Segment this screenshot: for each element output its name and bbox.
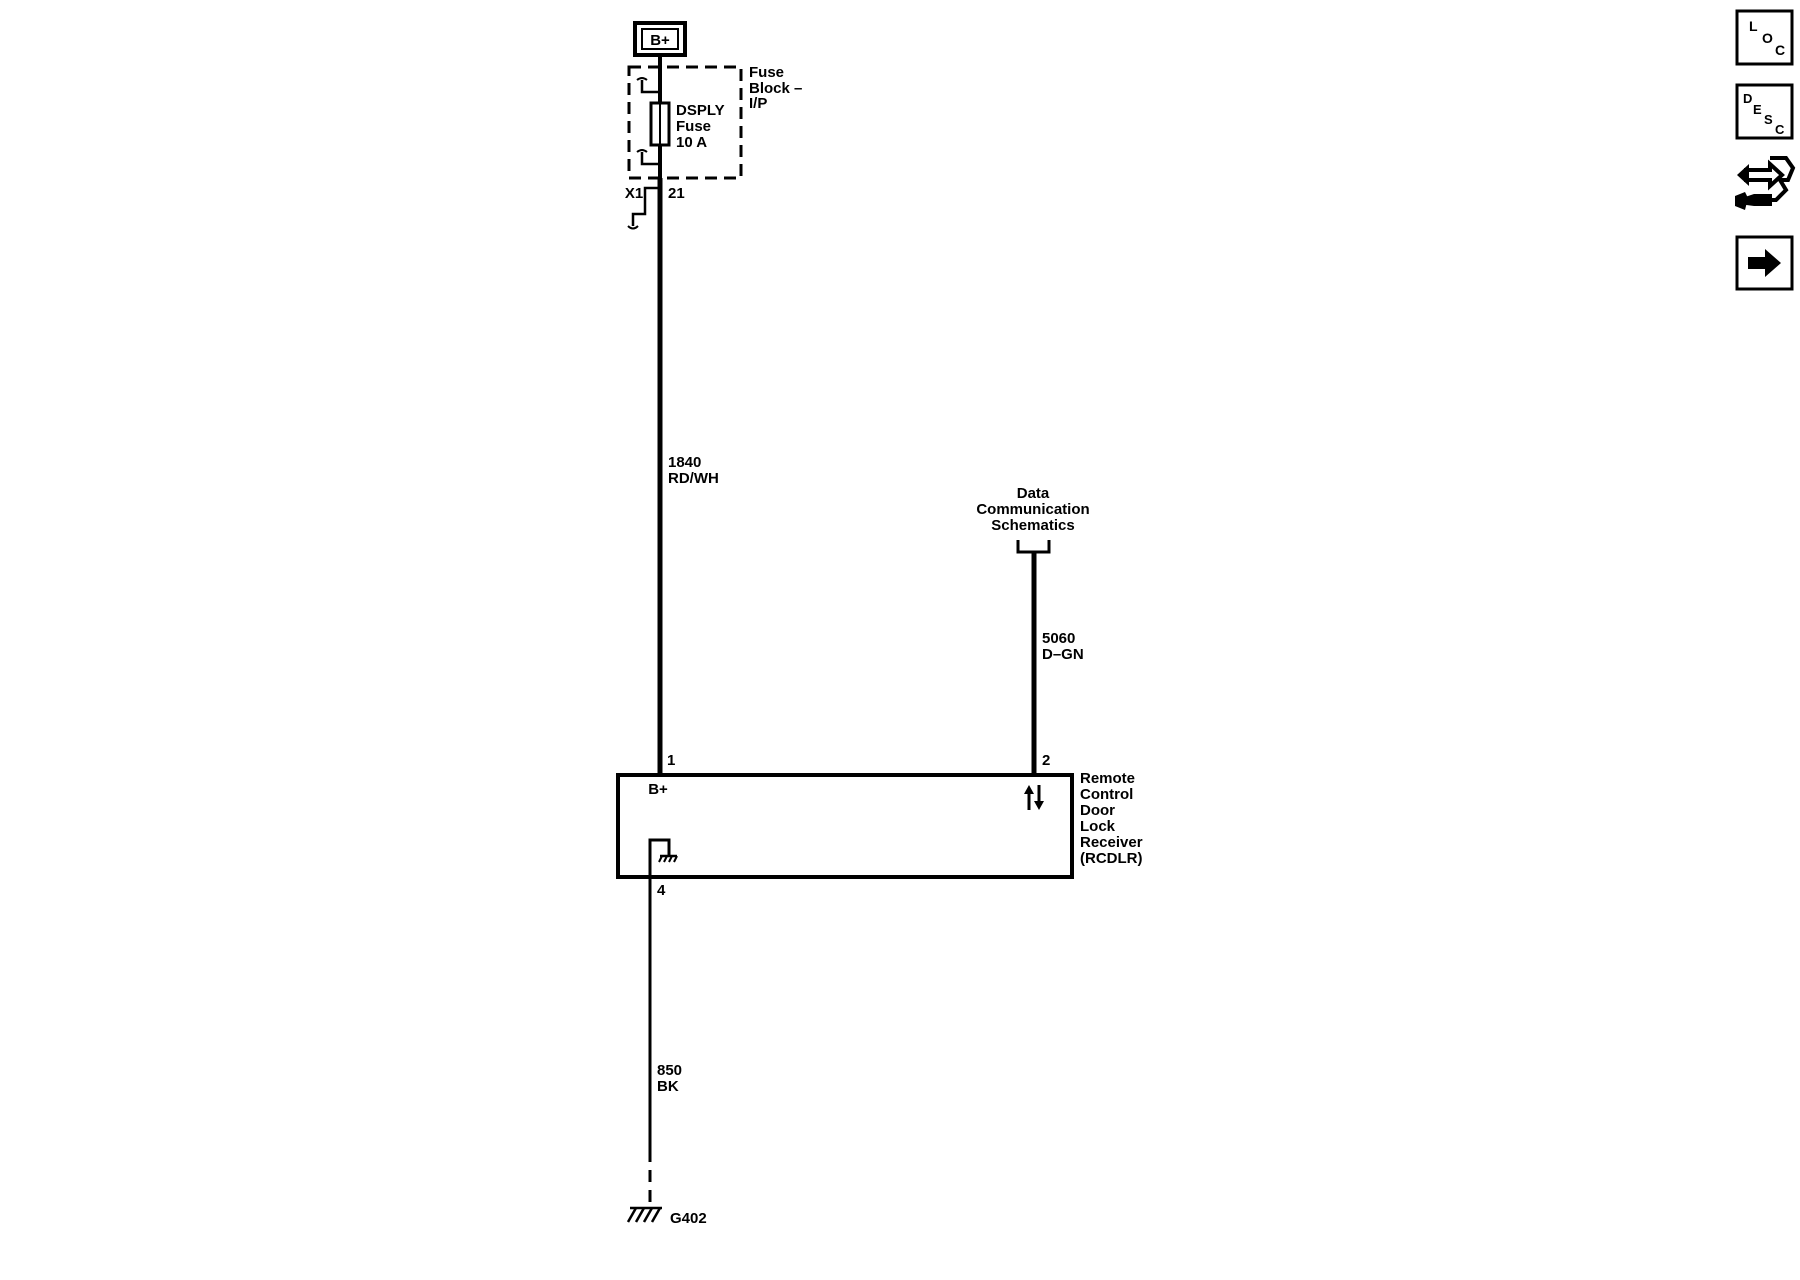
connector-label: X1: [625, 185, 643, 202]
desc-letter-d: D: [1743, 91, 1752, 106]
module-name-line5: Receiver: [1080, 834, 1143, 851]
internal-ground-icon: [648, 838, 678, 877]
desc-letter-s: S: [1764, 112, 1773, 127]
data-comm-line3: Schematics: [991, 517, 1074, 534]
wire-power-circuit: 1840: [668, 454, 701, 471]
pin-ground: 4: [657, 882, 666, 899]
data-communication-ref: Data Communication Schematics: [976, 485, 1090, 554]
wire-ground: 850 BK: [648, 877, 682, 1208]
fuse-block-name-line1: Fuse: [749, 64, 784, 81]
fuse-label: Fuse: [676, 118, 711, 135]
module-power-label: B+: [648, 781, 668, 798]
connector-pin: 21: [668, 185, 685, 202]
bidirectional-arrow-icon: [1024, 785, 1044, 810]
desc-letter-c: C: [1775, 122, 1785, 137]
fuse: DSPLY Fuse 10 A: [636, 55, 725, 178]
wire-data: 5060 D–GN: [1031, 552, 1084, 776]
loc-letter-c: C: [1775, 42, 1785, 58]
pin-power: 1: [667, 752, 675, 769]
wire-ground-color: BK: [657, 1078, 679, 1095]
desc-letter-e: E: [1753, 102, 1762, 117]
module-name-line3: Door: [1080, 802, 1115, 819]
fuse-name: DSPLY: [676, 102, 725, 119]
fuse-block-name-line2: Block –: [749, 80, 802, 97]
data-comm-line1: Data: [1017, 485, 1050, 502]
module-name-line4: Lock: [1080, 818, 1116, 835]
right-arrow-icon: [1748, 249, 1781, 277]
module-name-line2: Control: [1080, 786, 1133, 803]
loc-button[interactable]: L O C: [1735, 9, 1794, 66]
wire-power-color: RD/WH: [668, 470, 719, 487]
module-name-line6: (RCDLR): [1080, 850, 1142, 867]
power-source: B+: [633, 21, 687, 57]
fuse-block: Fuse Block – I/P: [627, 64, 802, 180]
module-name-line1: Remote: [1080, 770, 1135, 787]
ground-g402: G402: [626, 1206, 707, 1227]
desc-button[interactable]: D E S C: [1735, 83, 1794, 140]
power-source-label: B+: [650, 32, 670, 49]
wire-data-circuit: 5060: [1042, 630, 1075, 647]
wire-power: 1840 RD/WH: [657, 178, 719, 776]
fuse-block-name-line3: I/P: [749, 95, 767, 112]
rcdlr-module: 1 2 B+ 4 Remote Control Door Lock Receiv…: [616, 752, 1143, 899]
fuse-block-connector: X1 21: [625, 185, 685, 230]
next-button[interactable]: [1735, 235, 1794, 291]
pin-data: 2: [1042, 752, 1050, 769]
wire-ground-circuit: 850: [657, 1062, 682, 1079]
ground-label: G402: [670, 1210, 707, 1227]
loc-letter-l: L: [1749, 18, 1758, 34]
connector-wrench-icon[interactable]: [1735, 156, 1796, 210]
fuse-rating: 10 A: [676, 134, 707, 151]
ground-icon: [626, 1206, 662, 1223]
data-comm-line2: Communication: [976, 501, 1089, 518]
loc-letter-o: O: [1762, 30, 1773, 46]
wire-data-color: D–GN: [1042, 646, 1084, 663]
